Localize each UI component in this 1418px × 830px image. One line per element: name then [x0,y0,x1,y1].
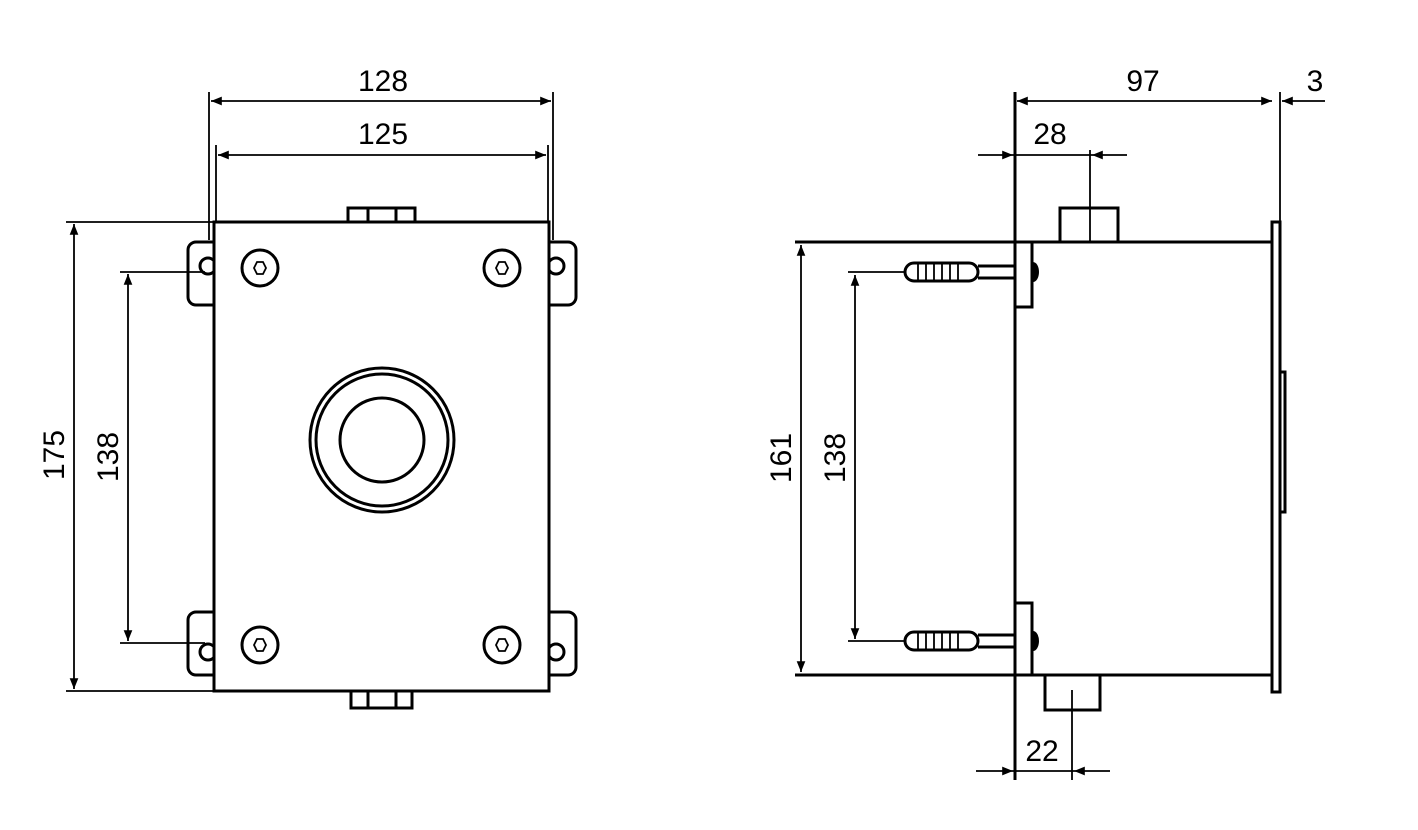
dim-138-side: 138 [819,433,852,483]
dim-125: 125 [358,118,408,151]
dim-28: 28 [1033,118,1066,151]
dim-97: 97 [1126,65,1159,98]
dim-3: 3 [1307,65,1324,98]
side-dimensions [796,92,1325,776]
dim-22: 22 [1025,735,1058,768]
dim-175: 175 [38,430,71,480]
wall-anchors [848,261,1039,652]
button-profile [1278,370,1287,514]
lower-flange [1013,601,1034,677]
push-button [308,366,456,514]
front-view: 128 125 175 138 [38,65,578,710]
front-dimensions [66,92,554,692]
dim-138-front: 138 [92,432,125,482]
top-gland-side [1058,206,1120,244]
side-view: 97 3 28 161 138 22 [765,65,1325,780]
dim-128: 128 [358,65,408,98]
cover-screws [240,248,522,665]
enclosure-front [212,220,551,693]
dim-161: 161 [765,433,798,483]
upper-flange [1013,240,1034,309]
